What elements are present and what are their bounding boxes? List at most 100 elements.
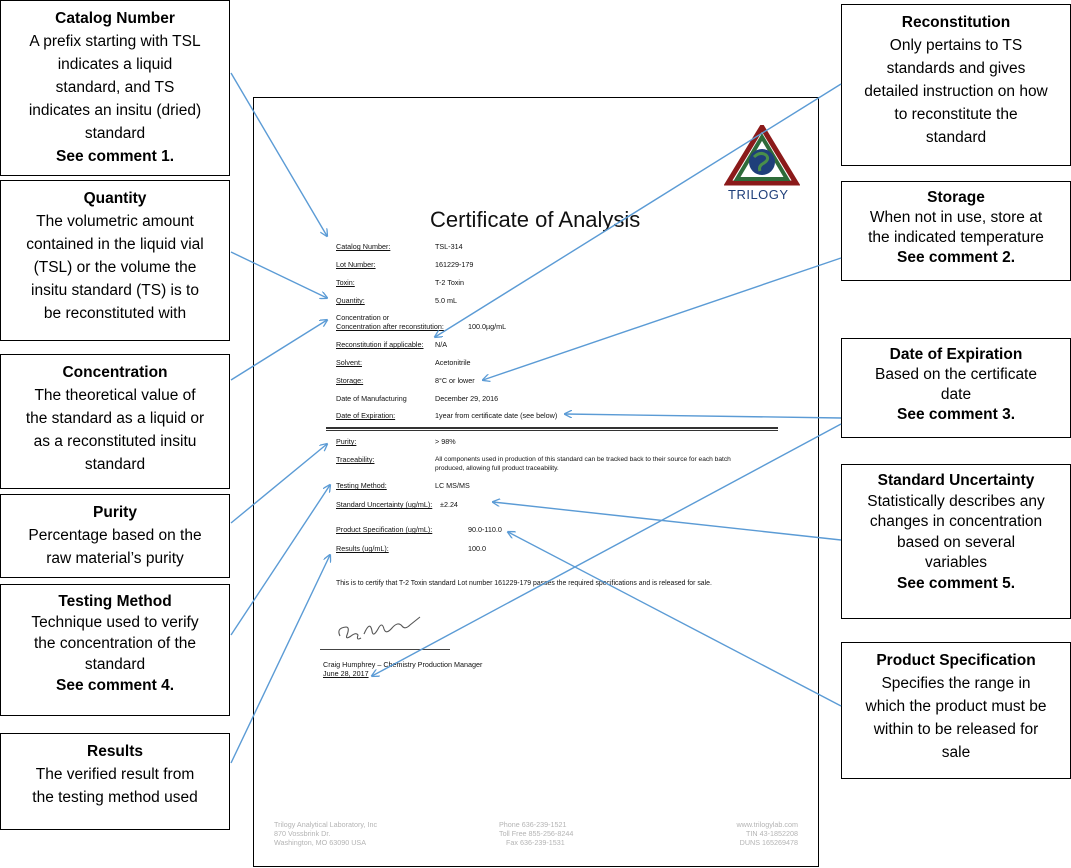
note-line: The theoretical value of xyxy=(34,387,196,404)
note-line: the standard as a liquid or xyxy=(25,410,205,427)
concentration-note: Concentration The theoretical value of t… xyxy=(0,354,230,489)
expiration-arrow-2 xyxy=(372,423,842,676)
note-title: Quantity xyxy=(83,190,147,207)
note-line: within to be released for xyxy=(873,721,1039,738)
storage-label: Storage: xyxy=(336,376,364,385)
note-line: to reconstitute the xyxy=(894,106,1018,123)
catalog-number-note: Catalog Number A prefix starting with TS… xyxy=(0,0,230,176)
note-line: The volumetric amount xyxy=(36,213,194,230)
note-line: indicates a liquid xyxy=(57,56,173,73)
note-line: Only pertains to TS xyxy=(889,37,1023,54)
concentration-label-line-2: Concentration after reconstitution: xyxy=(336,322,444,331)
footer-line: 870 Vossbrink Dr. xyxy=(274,829,331,838)
signatory-name: Craig Humphrey – Chemistry Production Ma… xyxy=(323,660,483,669)
note-title: Testing Method xyxy=(58,593,172,610)
note-line: be reconstituted with xyxy=(43,305,187,322)
footer-address: Trilogy Analytical Laboratory, Inc 870 V… xyxy=(274,820,377,847)
footer-web: www.trilogylab.com TIN 43-1852208 DUNS 1… xyxy=(736,820,798,847)
results-note: Results The verified result from the tes… xyxy=(0,733,230,830)
testing-method-note: Testing Method Technique used to verify … xyxy=(0,584,230,716)
footer-line: Phone 636-239-1521 xyxy=(499,820,567,829)
footer-line: Washington, MO 63090 USA xyxy=(274,838,367,847)
quantity-note: Quantity The volumetric amount contained… xyxy=(0,180,230,341)
note-line: When not in use, store at xyxy=(869,209,1043,226)
note-line: Percentage based on the xyxy=(28,527,202,544)
storage-arrow xyxy=(483,257,842,380)
purity-arrow xyxy=(230,444,327,524)
note-line: (TSL) or the volume the xyxy=(33,259,197,276)
reconstitution-label: Reconstitution if applicable: xyxy=(336,340,424,349)
reconstitution-value: N/A xyxy=(435,340,447,349)
note-title: Concentration xyxy=(62,364,168,381)
toxin-value: T-2 Toxin xyxy=(435,278,465,287)
manufacturing-date-label: Date of Manufacturing xyxy=(336,394,407,403)
footer-line: Fax 636-239-1531 xyxy=(506,838,565,847)
concentration-arrow xyxy=(230,320,327,381)
footer-phone: Phone 636-239-1521 Toll Free 855-256-824… xyxy=(499,820,573,847)
note-line: standard xyxy=(84,656,146,673)
lot-number-label: Lot Number: xyxy=(336,260,376,269)
certification-statement: This is to certify that T-2 Toxin standa… xyxy=(336,580,712,587)
note-line: which the product must be xyxy=(865,698,1047,715)
footer-line: Trilogy Analytical Laboratory, Inc xyxy=(274,820,378,829)
testing-method-label: Testing Method: xyxy=(336,481,387,490)
solvent-value: Acetonitrile xyxy=(435,358,471,367)
signature-line xyxy=(320,649,450,650)
note-line: standard xyxy=(84,125,146,142)
standard-uncertainty-label: Standard Uncertainty (ug/mL): xyxy=(336,500,433,509)
storage-note: Storage When not in use, store at the in… xyxy=(841,181,1071,281)
note-line: changes in concentration xyxy=(869,513,1043,530)
storage-value: 8°C or lower xyxy=(435,376,475,385)
note-line: detailed instruction on how xyxy=(864,83,1048,100)
note-title: Standard Uncertainty xyxy=(877,472,1035,489)
note-line: standards and gives xyxy=(886,60,1026,77)
traceability-value-line-1: All components used in production of thi… xyxy=(435,456,731,463)
note-line: variables xyxy=(924,554,988,571)
toxin-label: Toxin: xyxy=(336,278,355,287)
footer-line: TIN 43-1852208 xyxy=(746,829,798,838)
certificate-title: Certificate of Analysis xyxy=(430,207,641,232)
note-title: Storage xyxy=(927,189,985,206)
specification-arrow xyxy=(508,532,842,707)
footer-line: Toll Free 855-256-8244 xyxy=(499,829,574,838)
note-line: Based on the certificate xyxy=(875,366,1037,383)
logo-text: TRILOGY xyxy=(728,187,789,202)
note-line: standard, and TS xyxy=(55,79,175,96)
note-line: Technique used to verify xyxy=(31,614,199,631)
expiration-date-value: 1year from certificate date (see below) xyxy=(435,411,558,420)
product-specification-note: Product Specification Specifies the rang… xyxy=(841,642,1071,779)
note-comment: See comment 3. xyxy=(896,406,1016,423)
reconstitution-arrow xyxy=(435,83,842,337)
purity-value: > 98% xyxy=(435,437,456,446)
note-title: Results xyxy=(87,743,143,760)
results-value: 100.0 xyxy=(468,544,486,553)
quantity-value: 5.0 mL xyxy=(435,296,457,305)
note-line: date xyxy=(940,386,972,403)
manufacturing-date-value: December 29, 2016 xyxy=(435,394,499,403)
testing-method-value: LC MS/MS xyxy=(435,481,470,490)
signature-date: June 28, 2017 xyxy=(323,669,369,678)
certificate-document: TRILOGY Certificate of Analysis Catalog … xyxy=(253,97,819,867)
uncertainty-arrow xyxy=(493,502,842,541)
expiration-arrow-1 xyxy=(565,414,842,419)
testing-method-arrow xyxy=(230,485,330,636)
reconstitution-note: Reconstitution Only pertains to TS stand… xyxy=(841,4,1071,166)
note-line: Specifies the range in xyxy=(881,675,1031,692)
results-arrow xyxy=(230,555,330,764)
signature xyxy=(338,616,421,640)
concentration-value: 100.0µg/mL xyxy=(468,322,507,331)
standard-uncertainty-value: ±2.24 xyxy=(440,500,458,509)
note-line: contained in the liquid vial xyxy=(26,236,204,253)
section-divider xyxy=(326,427,778,431)
note-line: raw material’s purity xyxy=(46,550,184,567)
note-title: Product Specification xyxy=(876,652,1036,669)
note-comment: See comment 4. xyxy=(55,677,175,694)
note-title: Purity xyxy=(93,504,137,521)
note-title: Date of Expiration xyxy=(889,346,1023,363)
catalog-number-value: TSL-314 xyxy=(435,242,463,251)
note-line: standard xyxy=(925,129,987,146)
expiration-date-label: Date of Expiration: xyxy=(336,411,396,420)
lot-number-value: 161229-179 xyxy=(435,260,474,269)
quantity-label: Quantity: xyxy=(336,296,365,305)
note-line: as a reconstituted insitu xyxy=(33,433,197,450)
